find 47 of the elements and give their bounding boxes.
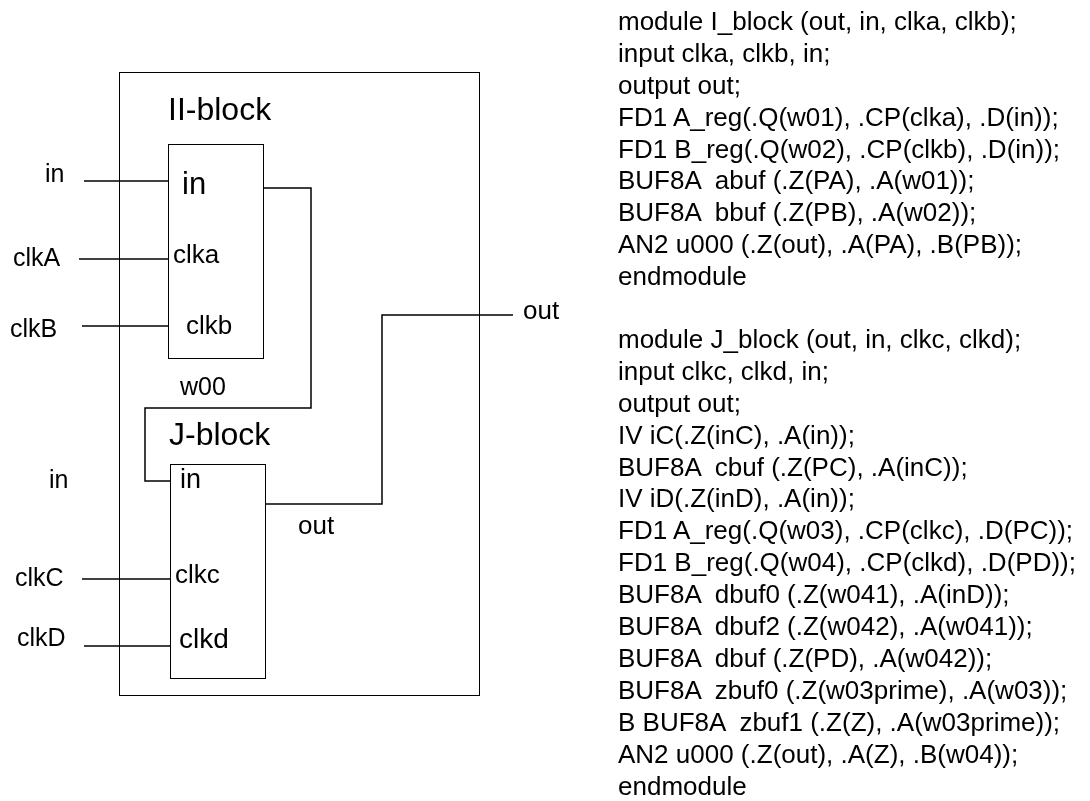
- wire: [265, 314, 514, 505]
- wire: [144, 187, 312, 482]
- pin-label: clka: [173, 240, 220, 267]
- code-line: endmodule: [618, 263, 747, 290]
- code-line: endmodule: [618, 772, 747, 799]
- code-line: BUF8A dbuf (.Z(PD), .A(w042));: [618, 644, 993, 671]
- code-line: AN2 u000 (.Z(out), .A(Z), .B(w04));: [618, 740, 1019, 767]
- pin-label: in: [182, 167, 207, 199]
- wire: [81, 325, 169, 327]
- pin-label: clkc: [175, 560, 220, 587]
- code-line: FD1 B_reg(.Q(w04), .CP(clkd), .D(PD));: [618, 549, 1076, 576]
- wire: [81, 578, 171, 580]
- code-line: BUF8A dbuf2 (.Z(w042), .A(w041));: [618, 613, 1033, 639]
- code-line: input clka, clkb, in;: [618, 39, 831, 66]
- pin-label: clkd: [179, 625, 229, 654]
- code-line: BUF8A cbuf (.Z(PC), .A(inC));: [618, 453, 968, 480]
- code-line: BUF8A zbuf0 (.Z(w03prime), .A(w03));: [618, 676, 1068, 703]
- code-line: output out;: [618, 71, 741, 98]
- signal-label: clkD: [17, 624, 66, 650]
- signal-label: out: [523, 296, 560, 323]
- module-box: [119, 72, 480, 696]
- wire: [83, 180, 169, 182]
- code-line: module J_block (out, in, clkc, clkd);: [618, 325, 1022, 352]
- code-line: module I_block (out, in, clka, clkb);: [618, 7, 1017, 34]
- code-line: IV iC(.Z(inC), .A(in));: [618, 421, 855, 448]
- pin-label: clkb: [186, 311, 233, 338]
- signal-label: in: [45, 160, 65, 186]
- code-line: FD1 A_reg(.Q(w01), .CP(clka), .D(in));: [618, 103, 1059, 130]
- signal-label: in: [49, 466, 69, 492]
- block-title: J-block: [169, 417, 271, 450]
- code-line: input clkc, clkd, in;: [618, 357, 829, 384]
- code-line: BUF8A bbuf (.Z(PB), .A(w02));: [618, 199, 977, 226]
- code-line: output out;: [618, 389, 741, 416]
- code-line: FD1 A_reg(.Q(w03), .CP(clkc), .D(PC));: [618, 517, 1074, 544]
- code-line: AN2 u000 (.Z(out), .A(PA), .B(PB));: [618, 231, 1023, 258]
- pin-label: in: [180, 466, 201, 494]
- wire: [78, 258, 169, 260]
- signal-label: clkA: [13, 244, 61, 270]
- code-line: BUF8A abuf (.Z(PA), .A(w01));: [618, 167, 975, 194]
- code-line: IV iD(.Z(inD), .A(in));: [618, 485, 855, 512]
- code-line: FD1 B_reg(.Q(w02), .CP(clkb), .D(in));: [618, 135, 1061, 162]
- code-line: B BUF8A zbuf1 (.Z(Z), .A(w03prime));: [618, 708, 1061, 735]
- block-title: II-block: [168, 92, 272, 125]
- wire: [83, 645, 171, 647]
- signal-label: clkB: [10, 315, 58, 341]
- code-line: BUF8A dbuf0 (.Z(w041), .A(inD));: [618, 581, 1010, 608]
- signal-label: clkC: [15, 564, 64, 590]
